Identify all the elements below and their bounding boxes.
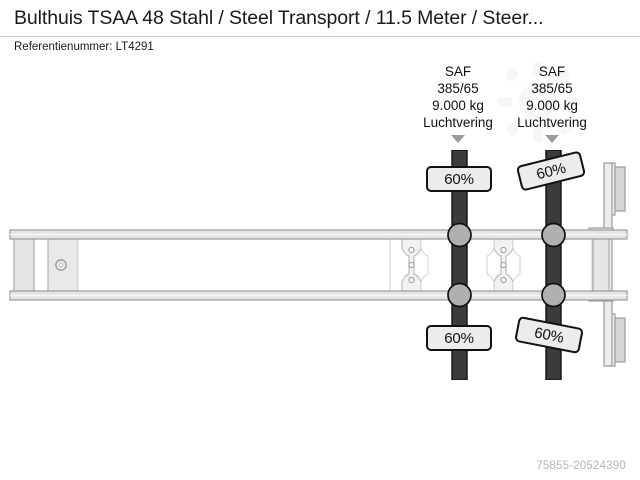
reference-number: Referentienummer: LT4291 <box>14 41 154 53</box>
page-title: Bulthuis TSAA 48 Stahl / Steel Transport… <box>14 7 544 29</box>
axle-2-brand: SAF <box>538 64 566 79</box>
axle-1-brand: SAF <box>444 64 472 79</box>
axle-1-suspension: Luchtvering <box>423 115 493 130</box>
axle-1-tire-size: 385/65 <box>437 81 479 96</box>
axle-2-hub-bottom <box>541 282 566 308</box>
axle-1-post <box>451 150 468 380</box>
axle-1-spec-label: SAF 385/65 9.000 kg Luchtvering <box>406 63 510 131</box>
suspension-hanger-2 <box>493 237 514 293</box>
page-header: Bulthuis TSAA 48 Stahl / Steel Transport… <box>0 0 640 60</box>
axle-1-tyre-tread-top-badge: 60% <box>426 166 492 192</box>
rear-frame-assembly <box>588 162 626 367</box>
down-triangle-icon-axle-1 <box>451 135 465 143</box>
wheel-hubs <box>447 222 566 308</box>
image-id-watermark: 75855-20524390 <box>536 460 626 472</box>
axle-2-capacity: 9.000 kg <box>526 98 578 113</box>
axle-2-hub-top <box>541 222 566 248</box>
axle-1-capacity: 9.000 kg <box>432 98 484 113</box>
axle-1-hub-bottom <box>447 282 472 308</box>
down-triangle-icon-axle-2 <box>545 135 559 143</box>
chassis-rails <box>9 229 628 301</box>
axle-1-tyre-tread-bottom-badge: 60% <box>426 325 492 351</box>
trailer-schematic-drawing <box>9 150 628 380</box>
axle-1-hub-top <box>447 222 472 248</box>
header-divider <box>0 36 640 37</box>
axle-2-spec-label: SAF 385/65 9.000 kg Luchtvering <box>500 63 604 131</box>
axle-2-tire-size: 385/65 <box>531 81 573 96</box>
axle-2-suspension: Luchtvering <box>517 115 587 130</box>
